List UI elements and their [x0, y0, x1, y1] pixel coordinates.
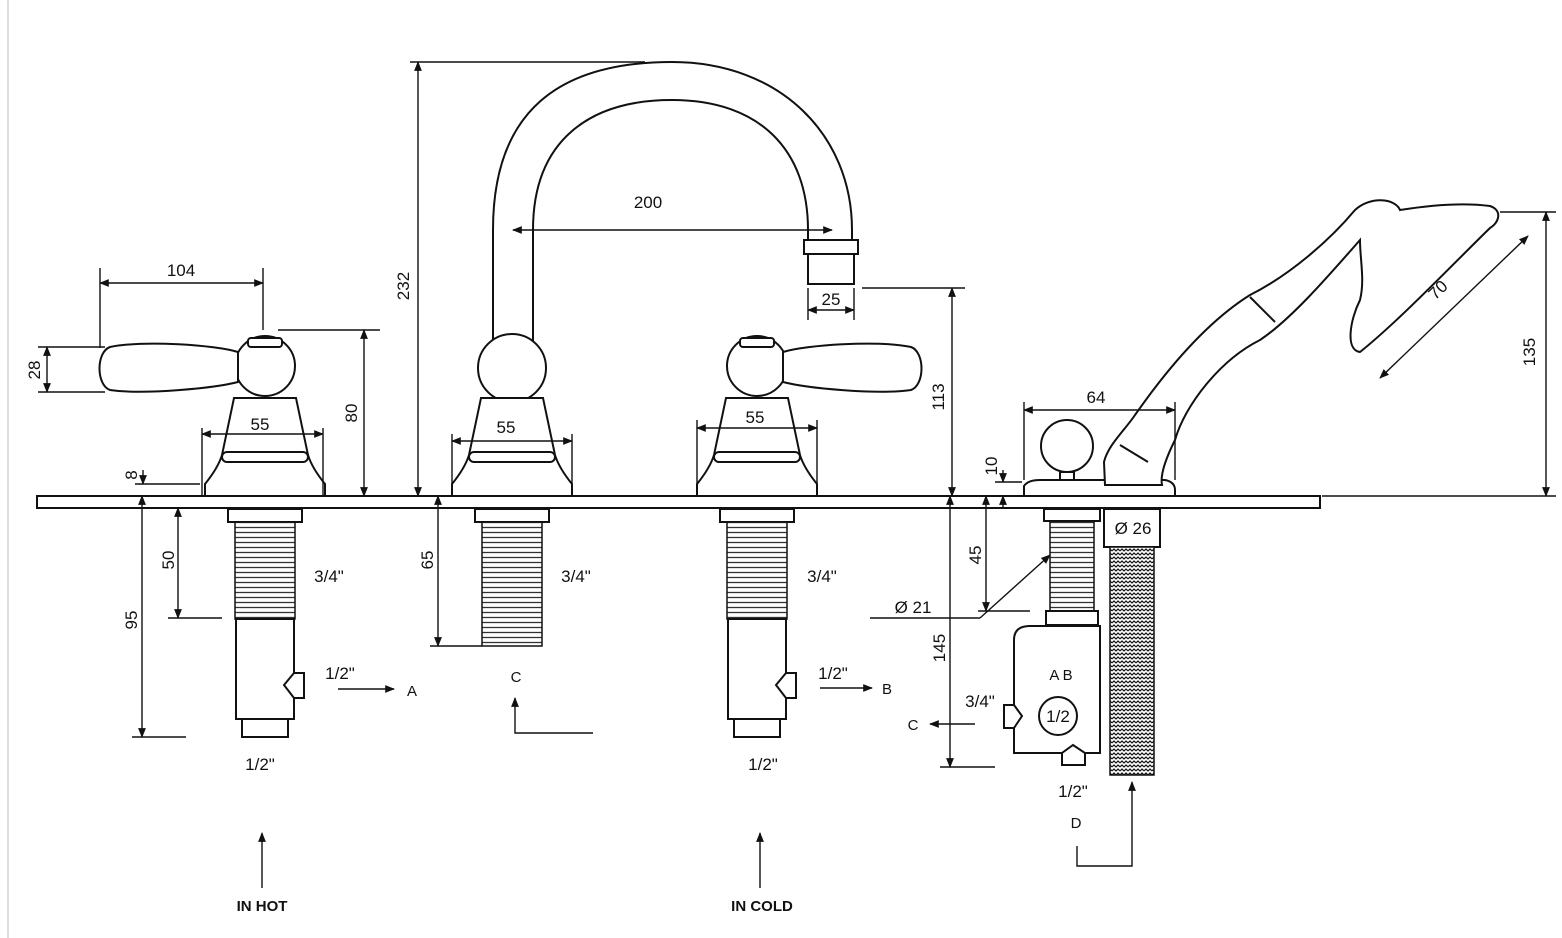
cold-outlet-size: 1/2": [818, 664, 848, 683]
dim-diverter-width: 64: [1087, 388, 1106, 407]
dim-outlet-diameter: 25: [822, 290, 841, 309]
dim-hot-shank-thread: 50: [159, 551, 178, 570]
dim-hose-dia: Ø 26: [1115, 519, 1152, 538]
spout-thread-size: 3/4": [561, 567, 591, 586]
label-d: D: [1071, 815, 1082, 832]
shower-hose: [1103, 508, 1161, 776]
deck-plate: [36, 495, 1321, 509]
dim-handle-height: 28: [25, 361, 44, 380]
hot-shank: [227, 508, 305, 738]
hot-outlet-size: 1/2": [325, 664, 355, 683]
dim-deck-offset: 8: [122, 470, 141, 479]
hot-thread-size: 3/4": [314, 567, 344, 586]
dim-spout-shank: 65: [418, 551, 437, 570]
dim-handshower-height: 135: [1520, 338, 1539, 366]
dim-spout-base: 55: [497, 418, 516, 437]
cold-inlet-size: 1/2": [748, 755, 778, 774]
dim-cold-base: 55: [746, 408, 765, 427]
label-in-cold: IN COLD: [731, 898, 793, 915]
dim-diverter-height: 10: [982, 457, 1001, 476]
diverter-thread-size: 3/4": [965, 692, 995, 711]
dim-diverter-shank: 45: [966, 546, 985, 565]
handshower: [1102, 199, 1500, 486]
label-in-hot: IN HOT: [237, 898, 288, 915]
label-a: A: [407, 683, 417, 700]
dimension-lines: [38, 61, 1556, 768]
diverter-center-size: 1/2: [1046, 707, 1070, 726]
dim-diverter-total: 145: [930, 634, 949, 662]
label-c-diverter: C: [908, 717, 919, 734]
dim-hot-shank-total: 95: [122, 611, 141, 630]
cold-thread-size: 3/4": [807, 567, 837, 586]
flow-arrows: [258, 684, 1136, 888]
hot-valve: [98, 335, 326, 497]
dim-hot-base: 55: [251, 415, 270, 434]
dim-spout-reach: 200: [634, 193, 662, 212]
diverter-bottom-size: 1/2": [1058, 782, 1088, 801]
dim-handle-width: 104: [167, 261, 195, 280]
cold-valve: [696, 335, 923, 497]
label-ab: A B: [1049, 667, 1072, 684]
spout: [451, 60, 859, 497]
hot-inlet-size: 1/2": [245, 755, 275, 774]
diverter: [1003, 419, 1176, 766]
dim-outlet-height: 113: [929, 383, 948, 410]
spout-shank: [474, 508, 550, 647]
label-b: B: [882, 681, 892, 698]
dim-spout-height: 232: [394, 272, 413, 300]
cold-shank: [719, 508, 797, 738]
dim-hot-valve-height: 80: [342, 404, 361, 423]
label-c-spout: C: [511, 669, 522, 686]
dim-diverter-thread-dia: Ø 21: [895, 598, 932, 617]
